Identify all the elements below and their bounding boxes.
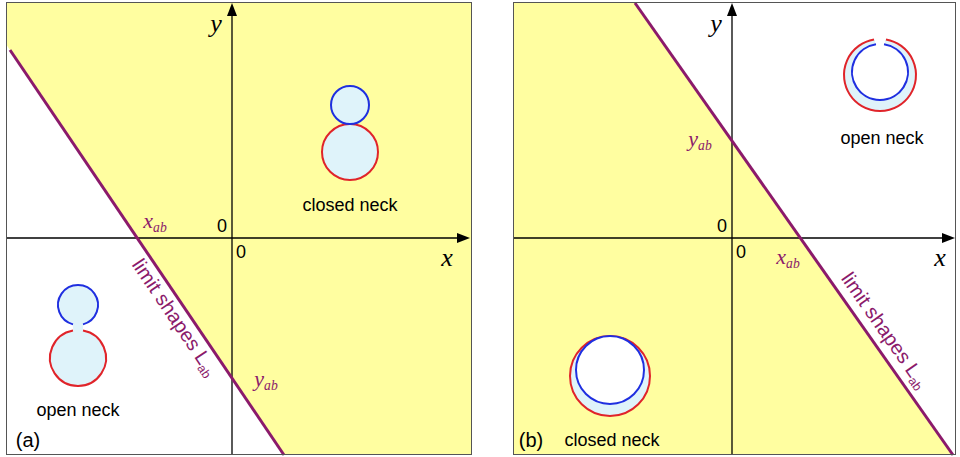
intercept-label: xab <box>143 210 166 235</box>
label-text: 0 <box>217 216 227 236</box>
axis-label: y <box>710 11 722 37</box>
limit-line-label: limit shapes Lab <box>126 255 221 381</box>
limit-line <box>10 50 284 455</box>
mother-fill <box>50 330 106 386</box>
label-text: 0 <box>236 242 246 262</box>
inner-fill <box>852 44 908 100</box>
subscript: ab <box>264 378 278 393</box>
bud-vesicle <box>331 86 369 124</box>
inner-membrane <box>852 44 908 100</box>
shape-label: open neck <box>840 129 923 147</box>
label-text: closed neck <box>302 195 397 215</box>
neck-fill <box>73 320 83 334</box>
label-text: x <box>934 243 946 272</box>
axis-label: x <box>441 245 453 271</box>
label-text: x <box>776 244 786 269</box>
origin-label: 0 <box>717 217 727 235</box>
panel-label: (a) <box>16 430 40 450</box>
label-text: open neck <box>36 400 119 420</box>
origin-label: 0 <box>217 217 227 235</box>
closed-neck-region <box>7 3 471 455</box>
x-axis <box>514 237 944 238</box>
axis-label: y <box>210 11 222 37</box>
outer-fill <box>844 39 916 111</box>
subscript: ab <box>153 220 167 235</box>
panel-b: yyab00xxablimit shapes Labopen neckclose… <box>513 2 956 455</box>
neck-pore <box>875 36 885 46</box>
label-text: 0 <box>717 216 727 236</box>
origin-label: 0 <box>236 243 246 261</box>
bud-fill <box>58 285 98 325</box>
label-text: (a) <box>16 429 40 451</box>
axis-arrow <box>457 233 470 243</box>
label-text: open neck <box>840 128 923 148</box>
limit-line <box>635 3 953 455</box>
panel-a: y00xxabyablimit shapes Labclosed neckope… <box>6 2 472 455</box>
closed-neck-region <box>514 3 953 455</box>
intercept-label: xab <box>776 246 799 271</box>
label-text: x <box>143 208 153 233</box>
label-text: (b) <box>519 429 543 451</box>
label-text: y <box>254 366 264 391</box>
label-text: limit shapes L <box>128 255 215 369</box>
axis-label: x <box>934 245 946 271</box>
mother-vesicle <box>322 124 378 180</box>
axis-arrow <box>727 3 737 16</box>
label-text: limit shapes L <box>837 268 925 381</box>
outer-membrane <box>570 336 650 416</box>
y-axis <box>731 14 732 455</box>
shape-label: open neck <box>36 401 119 419</box>
bud-membrane <box>58 285 98 324</box>
panel-label: (b) <box>519 430 543 450</box>
intercept-label: yab <box>254 368 277 393</box>
label-text: y <box>710 9 722 38</box>
y-axis <box>231 14 232 455</box>
label-text: closed neck <box>564 430 659 450</box>
label-text: x <box>441 243 453 272</box>
label-text: 0 <box>736 242 746 262</box>
axis-arrow <box>942 233 955 243</box>
inner-membrane <box>576 336 644 404</box>
shape-label: closed neck <box>302 196 397 214</box>
axis-arrow <box>227 3 237 16</box>
intercept-label: yab <box>688 128 711 153</box>
shape-label: closed neck <box>564 431 659 449</box>
subscript: ab <box>786 256 800 271</box>
label-text: y <box>210 9 222 38</box>
outer-membrane <box>844 40 916 111</box>
x-axis <box>7 237 459 238</box>
mother-membrane <box>50 330 106 386</box>
subscript: ab <box>698 138 712 153</box>
label-text: y <box>688 126 698 151</box>
limit-line-label: limit shapes Lab <box>835 269 932 394</box>
origin-label: 0 <box>736 243 746 261</box>
